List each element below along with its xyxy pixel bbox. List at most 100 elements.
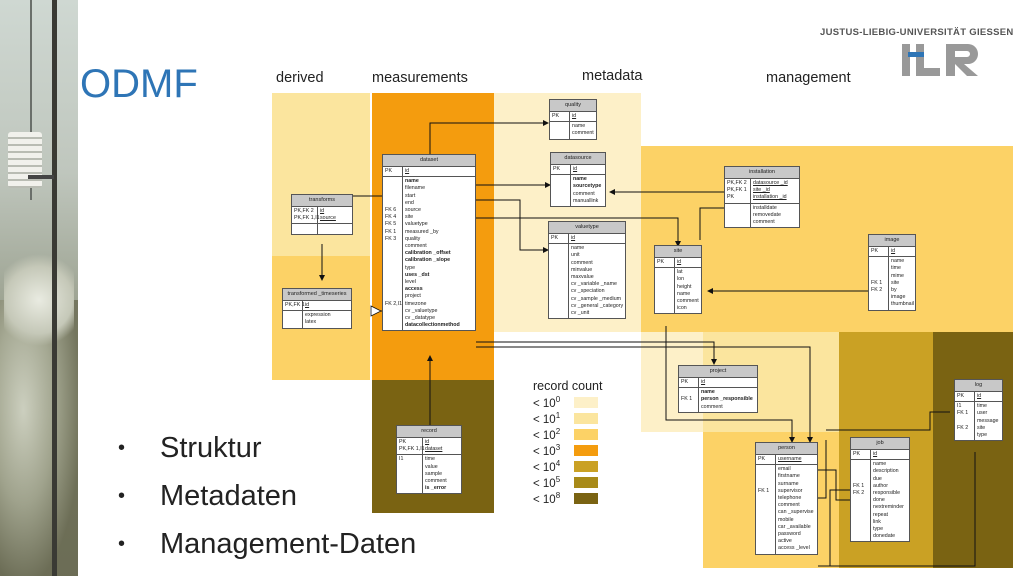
field-name: site xyxy=(405,214,414,221)
field-name: active xyxy=(778,538,792,545)
key-label xyxy=(385,193,400,200)
legend-item: < 100 xyxy=(533,394,602,410)
key-label xyxy=(385,243,400,250)
field-name: due xyxy=(873,475,882,482)
entity-title: site xyxy=(655,246,701,258)
key-column: PK xyxy=(549,234,569,244)
field-name: name xyxy=(405,178,419,185)
field-name: user xyxy=(977,410,988,417)
key-label xyxy=(853,519,868,526)
key-column xyxy=(551,175,571,207)
legend-swatch xyxy=(574,412,598,424)
key-column xyxy=(549,244,569,319)
field-name: lon xyxy=(677,276,685,283)
field-name: comment xyxy=(571,259,593,266)
legend-swatch xyxy=(574,428,598,440)
key-column xyxy=(655,268,675,314)
bullet-list: •Struktur •Metadaten •Management-Daten xyxy=(118,424,416,568)
key-label xyxy=(853,461,868,468)
field-name: id xyxy=(572,113,577,119)
key-label: PK xyxy=(727,194,735,201)
field-name: icon xyxy=(677,305,687,312)
key-label xyxy=(553,183,568,190)
legend-swatch xyxy=(574,444,598,456)
field-name: car _available xyxy=(778,523,811,530)
field-name: cv _sample _medium xyxy=(571,295,622,302)
record-count-legend: record count < 100< 101< 102< 103< 104< … xyxy=(533,379,602,506)
field-name: height xyxy=(677,283,692,290)
field-name: cv _unit xyxy=(571,310,590,317)
bullet-text: Management-Daten xyxy=(160,527,417,560)
key-label xyxy=(853,512,868,519)
key-label xyxy=(551,296,566,303)
key-label xyxy=(385,200,400,207)
key-label xyxy=(758,495,773,502)
field-name: source xyxy=(405,207,421,214)
key-label xyxy=(657,291,672,298)
key-label xyxy=(551,281,566,288)
key-column: PK xyxy=(550,112,570,122)
bullet-dot: • xyxy=(118,532,126,555)
key-label xyxy=(551,310,566,317)
entity-title: quality xyxy=(550,100,596,112)
field-name: password xyxy=(778,531,801,538)
legend-item: < 101 xyxy=(533,410,602,426)
key-label: PK xyxy=(553,166,561,172)
key-label: I1 xyxy=(399,456,404,463)
field-name: comment xyxy=(425,478,447,485)
key-label xyxy=(957,432,972,439)
legend-label: < 101 xyxy=(533,410,561,426)
entity-title: job xyxy=(851,438,909,450)
key-label xyxy=(758,545,773,552)
key-label: PK xyxy=(551,235,559,241)
field-name: level xyxy=(405,279,416,286)
key-label xyxy=(957,418,972,425)
field-name: calibration _slope xyxy=(405,257,451,264)
key-label: PK xyxy=(399,439,407,445)
field-name: type xyxy=(873,526,884,533)
frost-highlight xyxy=(4,250,74,350)
field-name: manuallink xyxy=(573,197,599,204)
field-column: id xyxy=(889,247,915,256)
key-label: FK 2 xyxy=(957,424,969,431)
field-name: unit xyxy=(571,252,580,259)
key-label xyxy=(853,476,868,483)
field-name: comment xyxy=(778,502,800,509)
legend-label: < 105 xyxy=(533,474,561,490)
field-name: installation _id xyxy=(753,194,787,201)
field-name: telephone xyxy=(778,495,802,502)
key-label xyxy=(385,265,400,272)
key-column: I1 xyxy=(397,455,423,494)
field-name: mobile xyxy=(778,516,794,523)
key-label xyxy=(552,123,567,130)
key-label xyxy=(385,308,400,315)
field-name: author xyxy=(873,482,889,489)
key-label xyxy=(385,286,400,293)
field-name: id xyxy=(305,302,310,308)
column-derived: derived xyxy=(276,70,324,86)
key-label xyxy=(871,265,886,272)
key-label xyxy=(871,273,886,280)
key-column xyxy=(283,311,303,328)
key-label: FK 1 xyxy=(681,396,693,403)
key-label xyxy=(385,279,400,286)
field-name: id xyxy=(891,248,896,254)
legend-label: < 104 xyxy=(533,458,561,474)
field-name: valuetype xyxy=(405,221,428,228)
key-label xyxy=(758,502,773,509)
legend-label: < 102 xyxy=(533,426,561,442)
key-column: PK xyxy=(851,450,871,460)
field-name: measured _by xyxy=(405,228,439,235)
